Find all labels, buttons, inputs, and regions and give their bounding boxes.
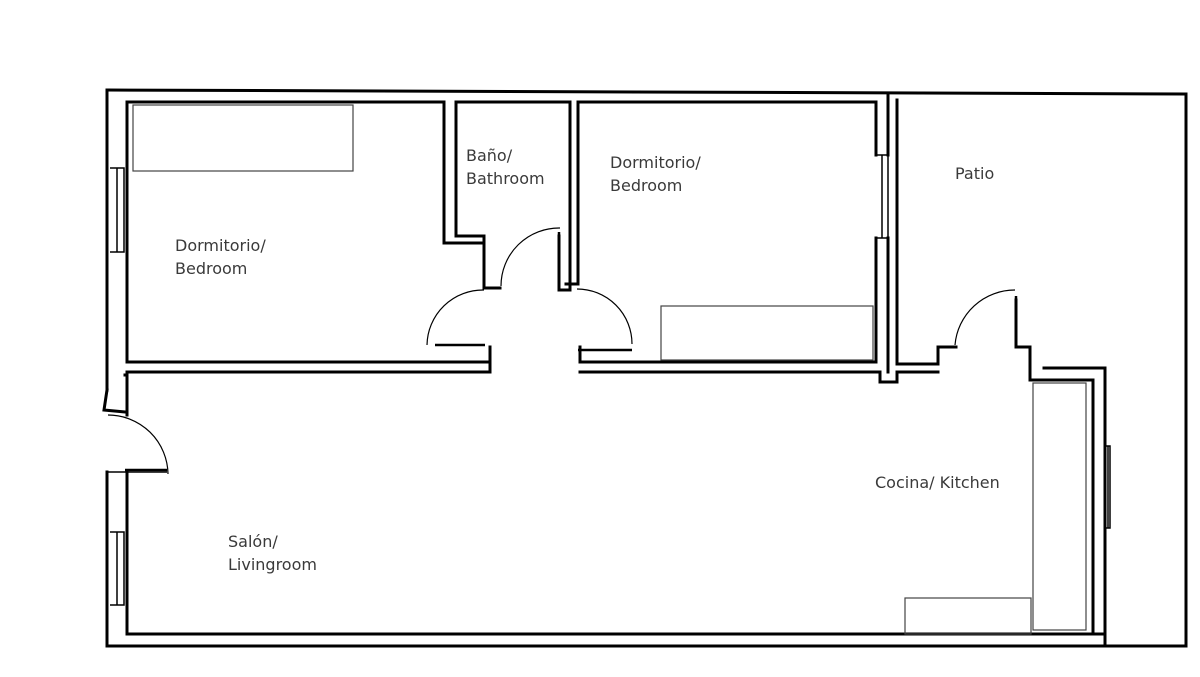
window-living-left xyxy=(110,531,125,606)
door-swing-bedroom-right xyxy=(576,288,633,345)
room-label-line: Livingroom xyxy=(228,555,317,574)
door-swing-bathroom xyxy=(500,227,561,287)
wardrobe-bedroom-right xyxy=(660,305,874,361)
wardrobe-bedroom-left xyxy=(132,104,354,172)
room-label-bathroom: Baño/ Bathroom xyxy=(466,144,545,190)
bedroom-right-right xyxy=(578,236,878,364)
room-label-line: Patio xyxy=(955,164,995,183)
living-top-wall-right xyxy=(578,370,940,384)
room-label-bedroom-right: Dormitorio/ Bedroom xyxy=(610,151,701,197)
window-kitchen xyxy=(1105,445,1111,529)
entrance-stub xyxy=(102,388,127,414)
room-label-line: Baño/ xyxy=(466,146,513,165)
bedroom-left-bottom xyxy=(125,345,492,364)
bathroom-walls xyxy=(454,100,502,290)
room-label-kitchen: Cocina/ Kitchen xyxy=(875,471,1000,494)
kitchen-cabinet xyxy=(904,597,1032,635)
outer-wall-top xyxy=(105,88,1188,648)
window-bedroom-left xyxy=(110,167,125,253)
room-label-bedroom-left: Dormitorio/ Bedroom xyxy=(175,234,266,280)
room-label-line: Bedroom xyxy=(175,259,248,278)
bedroom-left-walls xyxy=(125,100,486,245)
door-swing-patio xyxy=(954,289,1016,346)
patio-left-wall xyxy=(895,98,958,366)
door-swing-bedroom-left xyxy=(426,289,485,346)
bathroom-right xyxy=(557,100,572,292)
bedroom-right-top xyxy=(576,100,878,157)
room-label-patio: Patio xyxy=(955,162,994,185)
room-label-line: Dormitorio/ xyxy=(610,153,701,172)
room-label-living: Salón/ Livingroom xyxy=(228,530,317,576)
room-label-line: Dormitorio/ xyxy=(175,236,266,255)
room-label-line: Salón/ xyxy=(228,532,278,551)
window-bedroom-right xyxy=(876,154,889,239)
kitchen-inner-wall xyxy=(1016,345,1095,636)
bathroom-right-outer xyxy=(564,100,580,286)
door-swing-entrance xyxy=(107,414,169,475)
living-top-wall-left xyxy=(125,360,492,374)
room-label-line: Bathroom xyxy=(466,169,545,188)
room-label-line: Cocina/ Kitchen xyxy=(875,473,1000,492)
kitchen-counter xyxy=(1032,382,1087,631)
room-label-line: Bedroom xyxy=(610,176,683,195)
